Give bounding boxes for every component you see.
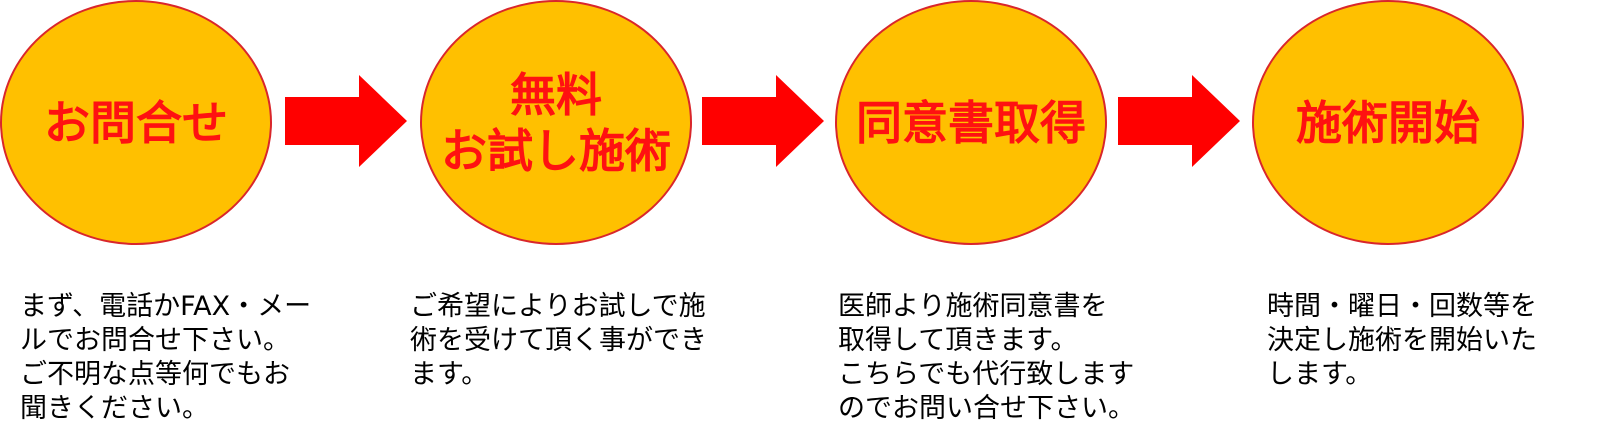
step-title: お問合せ [44, 95, 228, 150]
step-title: 施術開始 [1296, 95, 1480, 150]
step-circle-free-trial: 無料 お試し施術 [420, 0, 692, 245]
step-circle-start-treatment: 施術開始 [1252, 0, 1524, 245]
step-description-inquiry: まず、電話かFAX・メー ルでお問合せ下さい。 ご不明な点等何でもお 聞きくださ… [20, 291, 312, 424]
step-description-start-treatment: 時間・曜日・回数等を 決定し施術を開始いた します。 [1267, 291, 1537, 390]
arrow-right-icon [1118, 75, 1240, 167]
step-circle-consent-form: 同意書取得 [835, 0, 1107, 245]
step-circle-inquiry: お問合せ [0, 0, 272, 245]
arrow-right-icon [702, 75, 824, 167]
step-description-free-trial: ご希望によりお試しで施 術を受けて頂く事ができ ます。 [410, 291, 707, 390]
arrow-right-icon [285, 75, 407, 167]
step-description-consent-form: 医師より施術同意書を 取得して頂きます。 こちらでも代行致します のでお問い合せ… [838, 291, 1135, 424]
step-title: 同意書取得 [856, 95, 1086, 150]
step-title: 無料 お試し施術 [441, 67, 671, 178]
